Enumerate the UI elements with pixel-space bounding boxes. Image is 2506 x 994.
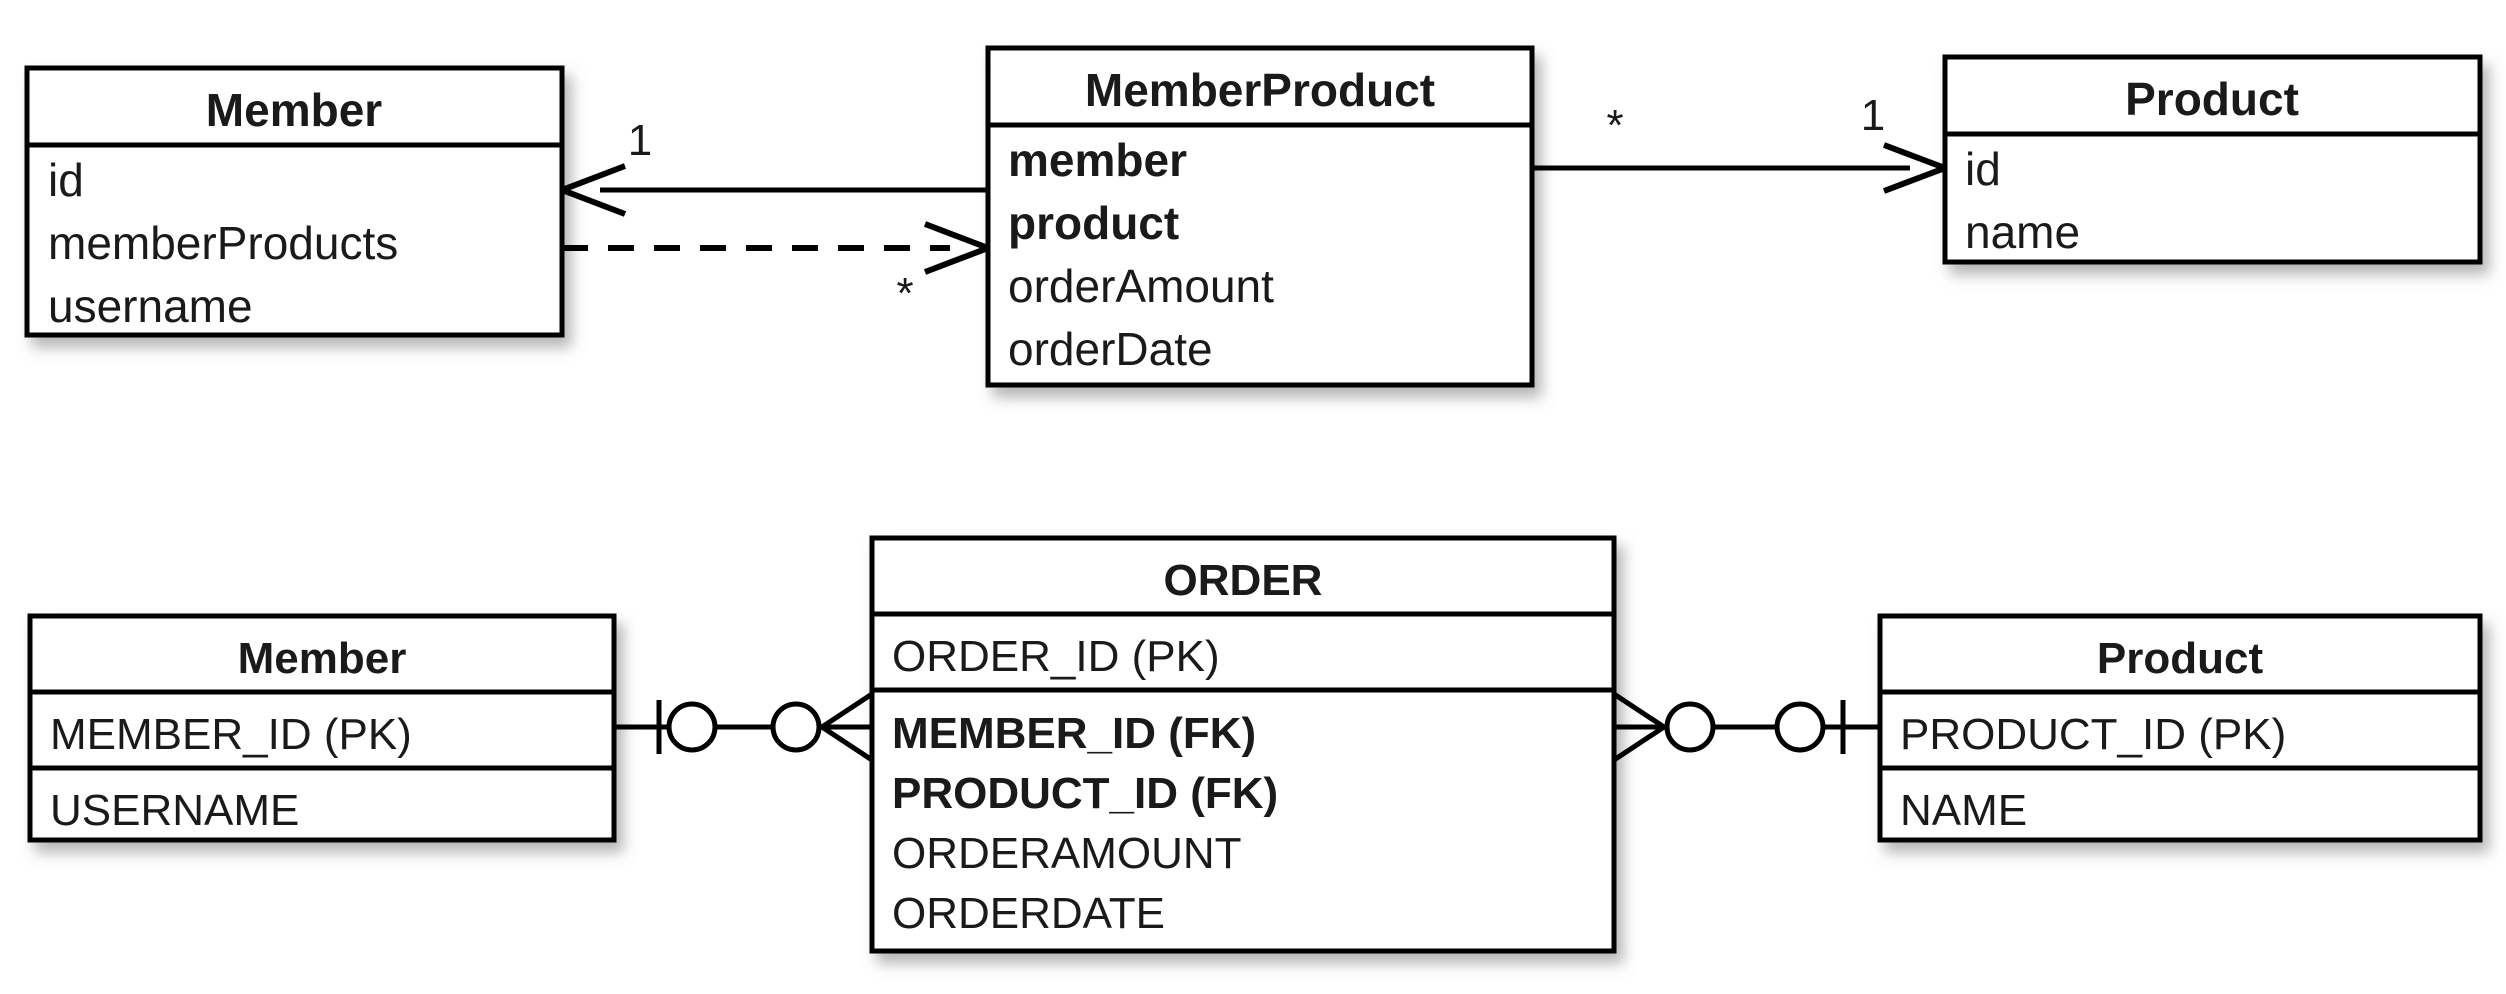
uml-assoc-memberproduct-to-member-multiplicity: 1 (628, 116, 652, 165)
uml-assoc-memberproduct-to-member-arrowhead (560, 163, 627, 217)
erd-table-order-title: ORDER (1164, 556, 1323, 605)
erd-table-order-field-2: ORDERAMOUNT (892, 829, 1242, 878)
erd-relationship-order-product-zero-circle-icon (1774, 701, 1826, 753)
erd-table-product-field-1: NAME (1900, 786, 2027, 835)
erd-table-order-frame (869, 535, 1617, 954)
erd-relationship-member-order-zero-circle-icon (666, 701, 718, 753)
erd-table-member-field-1: USERNAME (50, 786, 299, 835)
uml-class-memberproduct[interactable]: MemberProduct member product orderAmount… (985, 45, 1535, 388)
erd-relationship-member-order-crowsfoot-icon (820, 691, 874, 763)
uml-class-memberproduct-attr-3: orderDate (1008, 323, 1213, 375)
erd-table-member-frame (27, 613, 617, 843)
erd-table-order[interactable]: ORDER ORDER_ID (PK) MEMBER_ID (FK) PRODU… (869, 535, 1617, 954)
uml-assoc-memberproduct-to-product-target-multiplicity: 1 (1861, 91, 1885, 140)
erd-table-order-field-0: MEMBER_ID (FK) (892, 709, 1256, 758)
uml-class-member-attr-1: memberProducts (48, 217, 398, 269)
uml-assoc-member-to-memberproduct-arrowhead (923, 221, 990, 275)
erd-table-order-field-1: PRODUCT_ID (FK) (892, 769, 1278, 818)
erd-relationship-order-product-many-circle-icon (1664, 701, 1716, 753)
erd-table-product-field-0: PRODUCT_ID (PK) (1900, 710, 2286, 759)
uml-class-member-attr-2: username (48, 280, 253, 332)
uml-class-memberproduct-attr-2: orderAmount (1008, 260, 1274, 312)
uml-class-product-attr-0: id (1965, 143, 2001, 195)
uml-class-product-title: Product (2125, 73, 2299, 125)
uml-assoc-memberproduct-to-product-arrowhead (1882, 142, 1947, 194)
erd-relationship-member-order[interactable] (614, 691, 874, 763)
erd-table-product[interactable]: Product PRODUCT_ID (PK) NAME (1877, 613, 2483, 843)
uml-assoc-memberproduct-to-product[interactable]: * 1 (1532, 91, 1947, 194)
uml-class-memberproduct-title: MemberProduct (1085, 64, 1435, 116)
uml-assoc-member-to-memberproduct[interactable]: * (562, 221, 990, 318)
erd-relationship-order-product-crowsfoot-icon (1612, 691, 1666, 763)
uml-class-member-frame (24, 65, 565, 338)
erd-table-member-field-0: MEMBER_ID (PK) (50, 710, 412, 759)
uml-class-memberproduct-attr-0: member (1008, 134, 1187, 186)
uml-class-member-title: Member (206, 84, 382, 136)
uml-class-product-attr-1: name (1965, 206, 2080, 258)
erd-relationship-member-order-many-circle-icon (770, 701, 822, 753)
erd-relationship-order-product[interactable] (1612, 691, 1880, 763)
uml-assoc-memberproduct-to-product-source-multiplicity: * (1606, 101, 1623, 150)
uml-class-member-attr-0: id (48, 154, 84, 206)
uml-assoc-memberproduct-to-member[interactable]: 1 (560, 116, 988, 217)
erd-table-product-title: Product (2097, 634, 2264, 683)
erd-table-member[interactable]: Member MEMBER_ID (PK) USERNAME (27, 613, 617, 843)
uml-class-product[interactable]: Product id name (1942, 54, 2483, 265)
erd-table-order-field-3: ORDERDATE (892, 889, 1165, 938)
uml-class-memberproduct-frame (985, 45, 1535, 388)
uml-class-member[interactable]: Member id memberProducts username (24, 65, 565, 338)
uml-assoc-member-to-memberproduct-multiplicity: * (896, 269, 913, 318)
erd-table-member-title: Member (238, 634, 407, 683)
erd-table-order-field-pk: ORDER_ID (PK) (892, 632, 1220, 681)
uml-class-memberproduct-attr-1: product (1008, 197, 1179, 249)
uml-class-product-frame (1942, 54, 2483, 265)
